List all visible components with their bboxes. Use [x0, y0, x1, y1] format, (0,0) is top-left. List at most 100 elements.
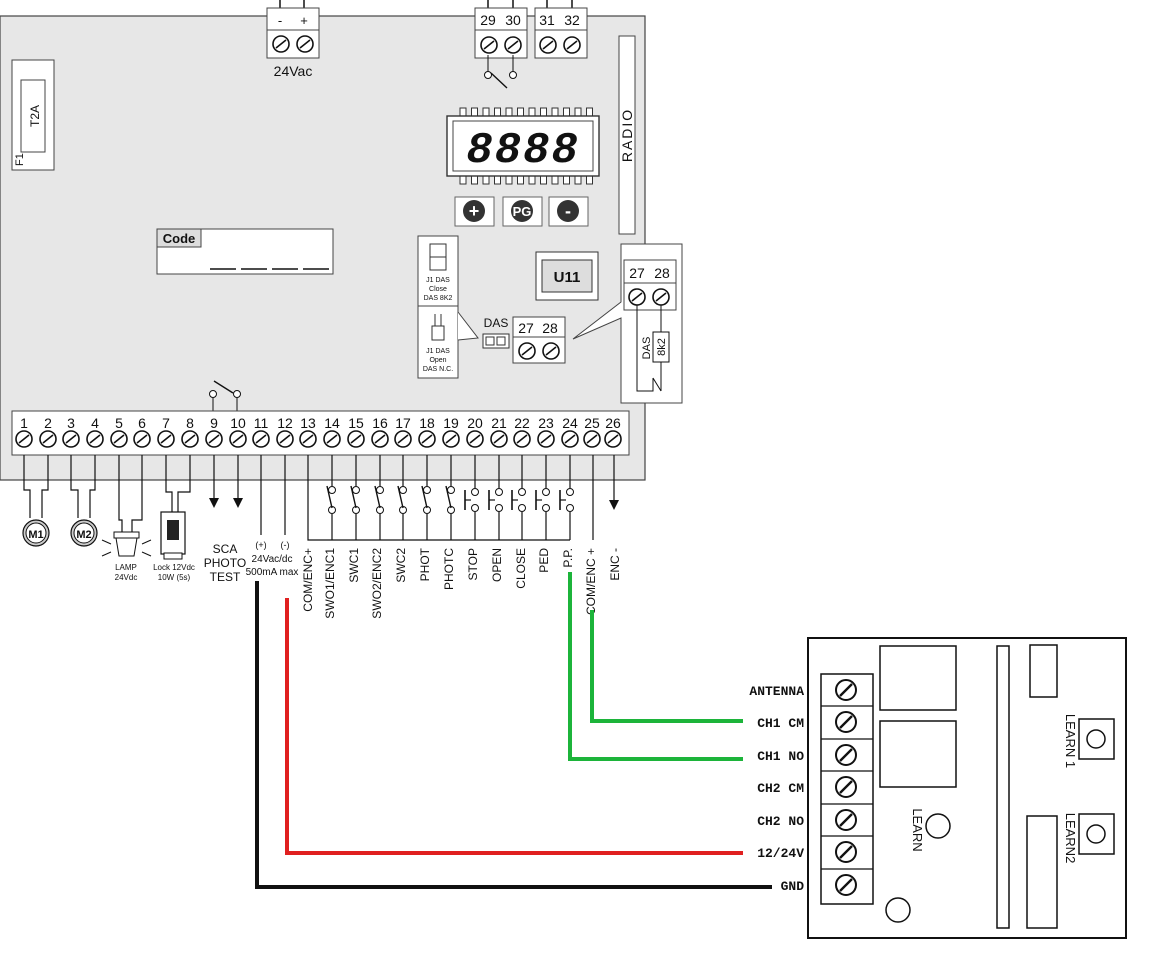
fuse-holder: T2A F1	[11, 59, 55, 171]
terminal-screw-15	[347, 430, 365, 448]
minus-button-label: -	[565, 201, 571, 221]
receiver-screw-0	[834, 678, 858, 702]
terminal-screw-17	[394, 430, 412, 448]
lock-label-line2: 10W (5s)	[158, 573, 191, 582]
supply-label-line2: 500mA max	[246, 567, 299, 578]
terminal-screw-13	[299, 430, 317, 448]
top-terminal-32: 32	[564, 12, 580, 28]
learn1-button[interactable]	[1078, 718, 1115, 760]
supply-plus-label: (+)	[255, 540, 266, 550]
terminal-number-17: 17	[395, 415, 411, 431]
terminal-screw-22	[513, 430, 531, 448]
das-inset-terminal-28: 28	[654, 265, 670, 281]
receiver-screw-6	[834, 873, 858, 897]
fuse-id: F1	[14, 153, 26, 166]
sca-label-line2: PHOTO	[204, 556, 246, 570]
das-terminal-28: 28	[542, 320, 558, 336]
motor-m1: M1	[22, 519, 50, 547]
terminal-screw-6	[133, 430, 151, 448]
lamp-label-line2: 24Vdc	[115, 573, 138, 582]
top-terminal-29: 29	[480, 12, 496, 28]
receiver-screw-1	[834, 710, 858, 734]
receiver-terminal-label-1: CH1 CM	[757, 716, 804, 731]
no-contact	[488, 488, 503, 512]
top-terminal-31-32: 31 32	[534, 0, 588, 59]
jumper-close-line1: J1 DAS	[426, 277, 450, 284]
terminal-number-12: 12	[277, 415, 293, 431]
terminal-screw-26	[604, 430, 622, 448]
terminal-number-23: 23	[538, 415, 554, 431]
das-inset-das: DAS	[641, 337, 653, 360]
code-label: Code	[163, 231, 196, 246]
terminal-screw-12	[276, 430, 294, 448]
learn2-button[interactable]	[1078, 813, 1115, 855]
terminal-screw-3	[62, 430, 80, 448]
no-contact	[464, 488, 479, 512]
terminal-number-21: 21	[491, 415, 507, 431]
receiver-terminal-label-4: CH2 NO	[757, 814, 804, 829]
terminal-number-25: 25	[584, 415, 600, 431]
io-label-4: SWC2	[394, 548, 408, 583]
power-terminal: - + 24Vac	[266, 0, 320, 79]
terminal-number-22: 22	[514, 415, 530, 431]
minus-button[interactable]: -	[548, 196, 589, 227]
terminal-number-1: 1	[20, 415, 28, 431]
nc-contact	[350, 485, 360, 514]
nc-contact	[397, 485, 407, 514]
pg-button[interactable]: PG	[502, 196, 543, 227]
terminal-number-8: 8	[186, 415, 194, 431]
terminal-screw-4	[86, 430, 104, 448]
board-switch-9-10	[209, 380, 241, 411]
terminal-number-3: 3	[67, 415, 75, 431]
learn2-label: LEARN2	[1063, 813, 1078, 864]
terminal-number-5: 5	[115, 415, 123, 431]
radio-label: RADIO	[619, 108, 635, 162]
terminal-screw-16	[371, 430, 389, 448]
fuse-rating: T2A	[28, 105, 42, 127]
io-label-5: PHOT	[418, 547, 432, 581]
io-label-7: STOP	[466, 548, 480, 580]
io-label-8: OPEN	[490, 548, 504, 582]
supply-minus-label: (-)	[281, 540, 290, 550]
jumper-close-line2: Close	[429, 286, 447, 293]
wire-ch1-cm	[590, 610, 743, 723]
no-contact	[535, 488, 550, 512]
receiver-screw-5	[834, 840, 858, 864]
jumper-open-line3: DAS N.C.	[423, 366, 453, 373]
io-label-2: SWC1	[347, 548, 361, 583]
terminal-screw-9	[205, 430, 223, 448]
das-inset-resistor: 8k2	[656, 338, 668, 356]
power-plus: +	[300, 13, 308, 28]
terminal-number-13: 13	[300, 415, 316, 431]
terminal-screw-2	[39, 430, 57, 448]
top-terminal-29-30: 29 30	[474, 0, 528, 89]
u11-chip: U11	[535, 251, 599, 301]
terminal-number-15: 15	[348, 415, 364, 431]
receiver-module: LEARN	[807, 637, 1127, 939]
terminal-screw-5	[110, 430, 128, 448]
sca-label-line1: SCA	[213, 542, 238, 556]
terminal-number-9: 9	[210, 415, 218, 431]
terminal-number-7: 7	[162, 415, 170, 431]
sca-label-line3: TEST	[210, 570, 241, 584]
receiver-screw-2	[834, 743, 858, 767]
seven-segment-display: 8888	[446, 107, 600, 185]
io-label-10: PED	[537, 548, 551, 573]
contact-symbols	[326, 485, 574, 514]
receiver-terminal-label-2: CH1 NO	[757, 749, 804, 764]
radio-slot: RADIO	[618, 35, 636, 235]
io-label-13: ENC -	[608, 548, 622, 581]
das-label: DAS	[484, 316, 509, 330]
terminal-number-14: 14	[324, 415, 340, 431]
learn1-label: LEARN 1	[1063, 714, 1078, 768]
terminal-screw-24	[561, 430, 579, 448]
terminal-number-19: 19	[443, 415, 459, 431]
jumper-open-line2: Open	[429, 357, 446, 364]
top-terminal-31: 31	[539, 12, 555, 28]
terminal-screw-21	[490, 430, 508, 448]
terminal-number-18: 18	[419, 415, 435, 431]
terminal-screw-1	[15, 430, 33, 448]
terminal-screw-20	[466, 430, 484, 448]
plus-button[interactable]: +	[454, 196, 495, 227]
